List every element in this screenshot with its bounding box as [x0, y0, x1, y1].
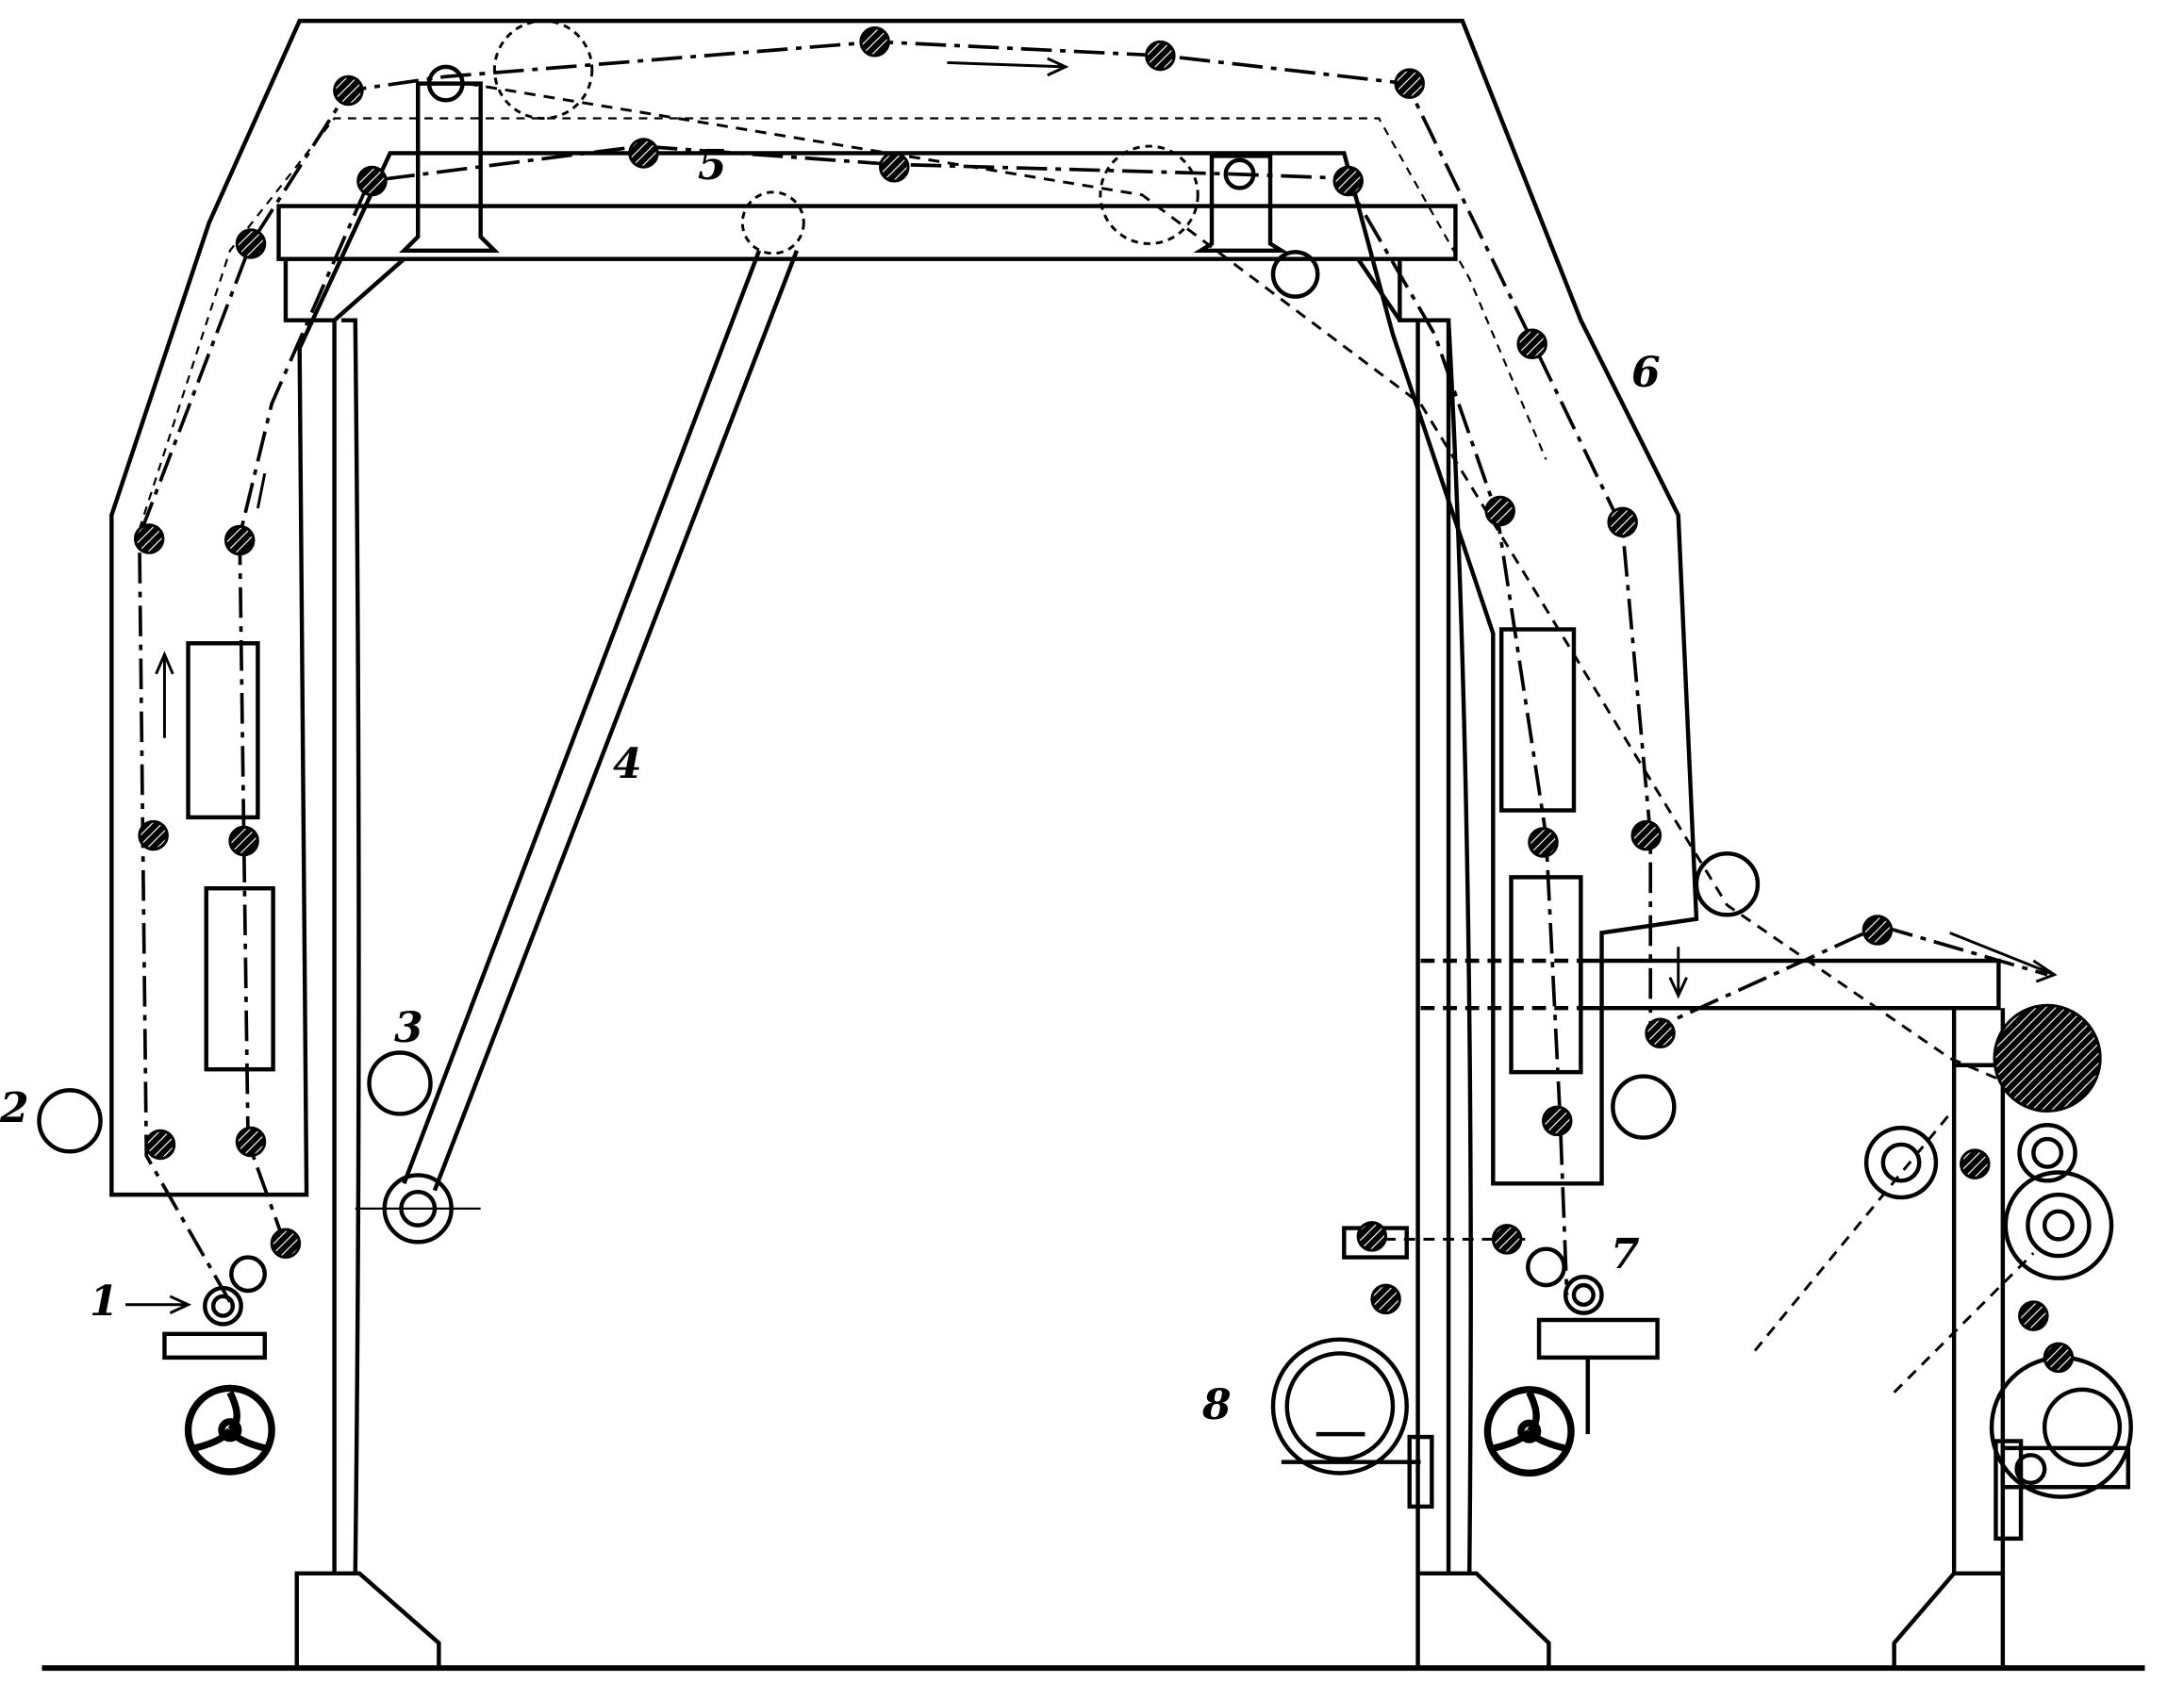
fabric-path-outer [138, 40, 2048, 1303]
housing-outline [109, 18, 1699, 1197]
idler-rollers [37, 64, 2114, 1327]
label-4: 4 [613, 740, 642, 788]
main-drum-hatched [1993, 1003, 2102, 1113]
direction-arrows [125, 57, 2058, 1314]
bracket-mid [1342, 1226, 1409, 1260]
middle-column [1356, 257, 1551, 1671]
roller-3 [367, 1050, 433, 1116]
label-1: 1 [90, 1278, 119, 1326]
top-bracket-left [399, 81, 500, 254]
bracket-right [1536, 1317, 1660, 1435]
handwheel-left [184, 1384, 275, 1476]
handwheel-right [1483, 1386, 1575, 1477]
label-2: 2 [0, 1084, 29, 1132]
fabric-path-dashed [466, 82, 2048, 1393]
fabric-path-inner [238, 144, 1569, 1295]
bracket-left [162, 1331, 267, 1360]
label-8: 8 [1202, 1381, 1232, 1429]
left-panel-lower [204, 885, 275, 1072]
label-3: 3 [394, 1004, 423, 1052]
label-6: 6 [1631, 349, 1661, 397]
guide-rollers [133, 26, 2102, 1374]
roller-2 [37, 1088, 103, 1154]
top-bracket-right [1193, 154, 1289, 254]
drum-8 [1270, 1337, 1434, 1509]
dashed-rollers [492, 19, 1200, 256]
left-column [283, 257, 441, 1671]
right-panel [1498, 627, 1577, 813]
diagonal-bar [402, 250, 799, 1192]
housing-inner [138, 117, 1547, 530]
right-column [1420, 875, 2006, 1671]
label-5: 5 [698, 141, 727, 190]
left-panel-upper [186, 641, 260, 820]
label-7: 7 [1611, 1230, 1640, 1278]
top-beam [276, 204, 1458, 261]
drum-9 [1989, 1355, 2133, 1542]
